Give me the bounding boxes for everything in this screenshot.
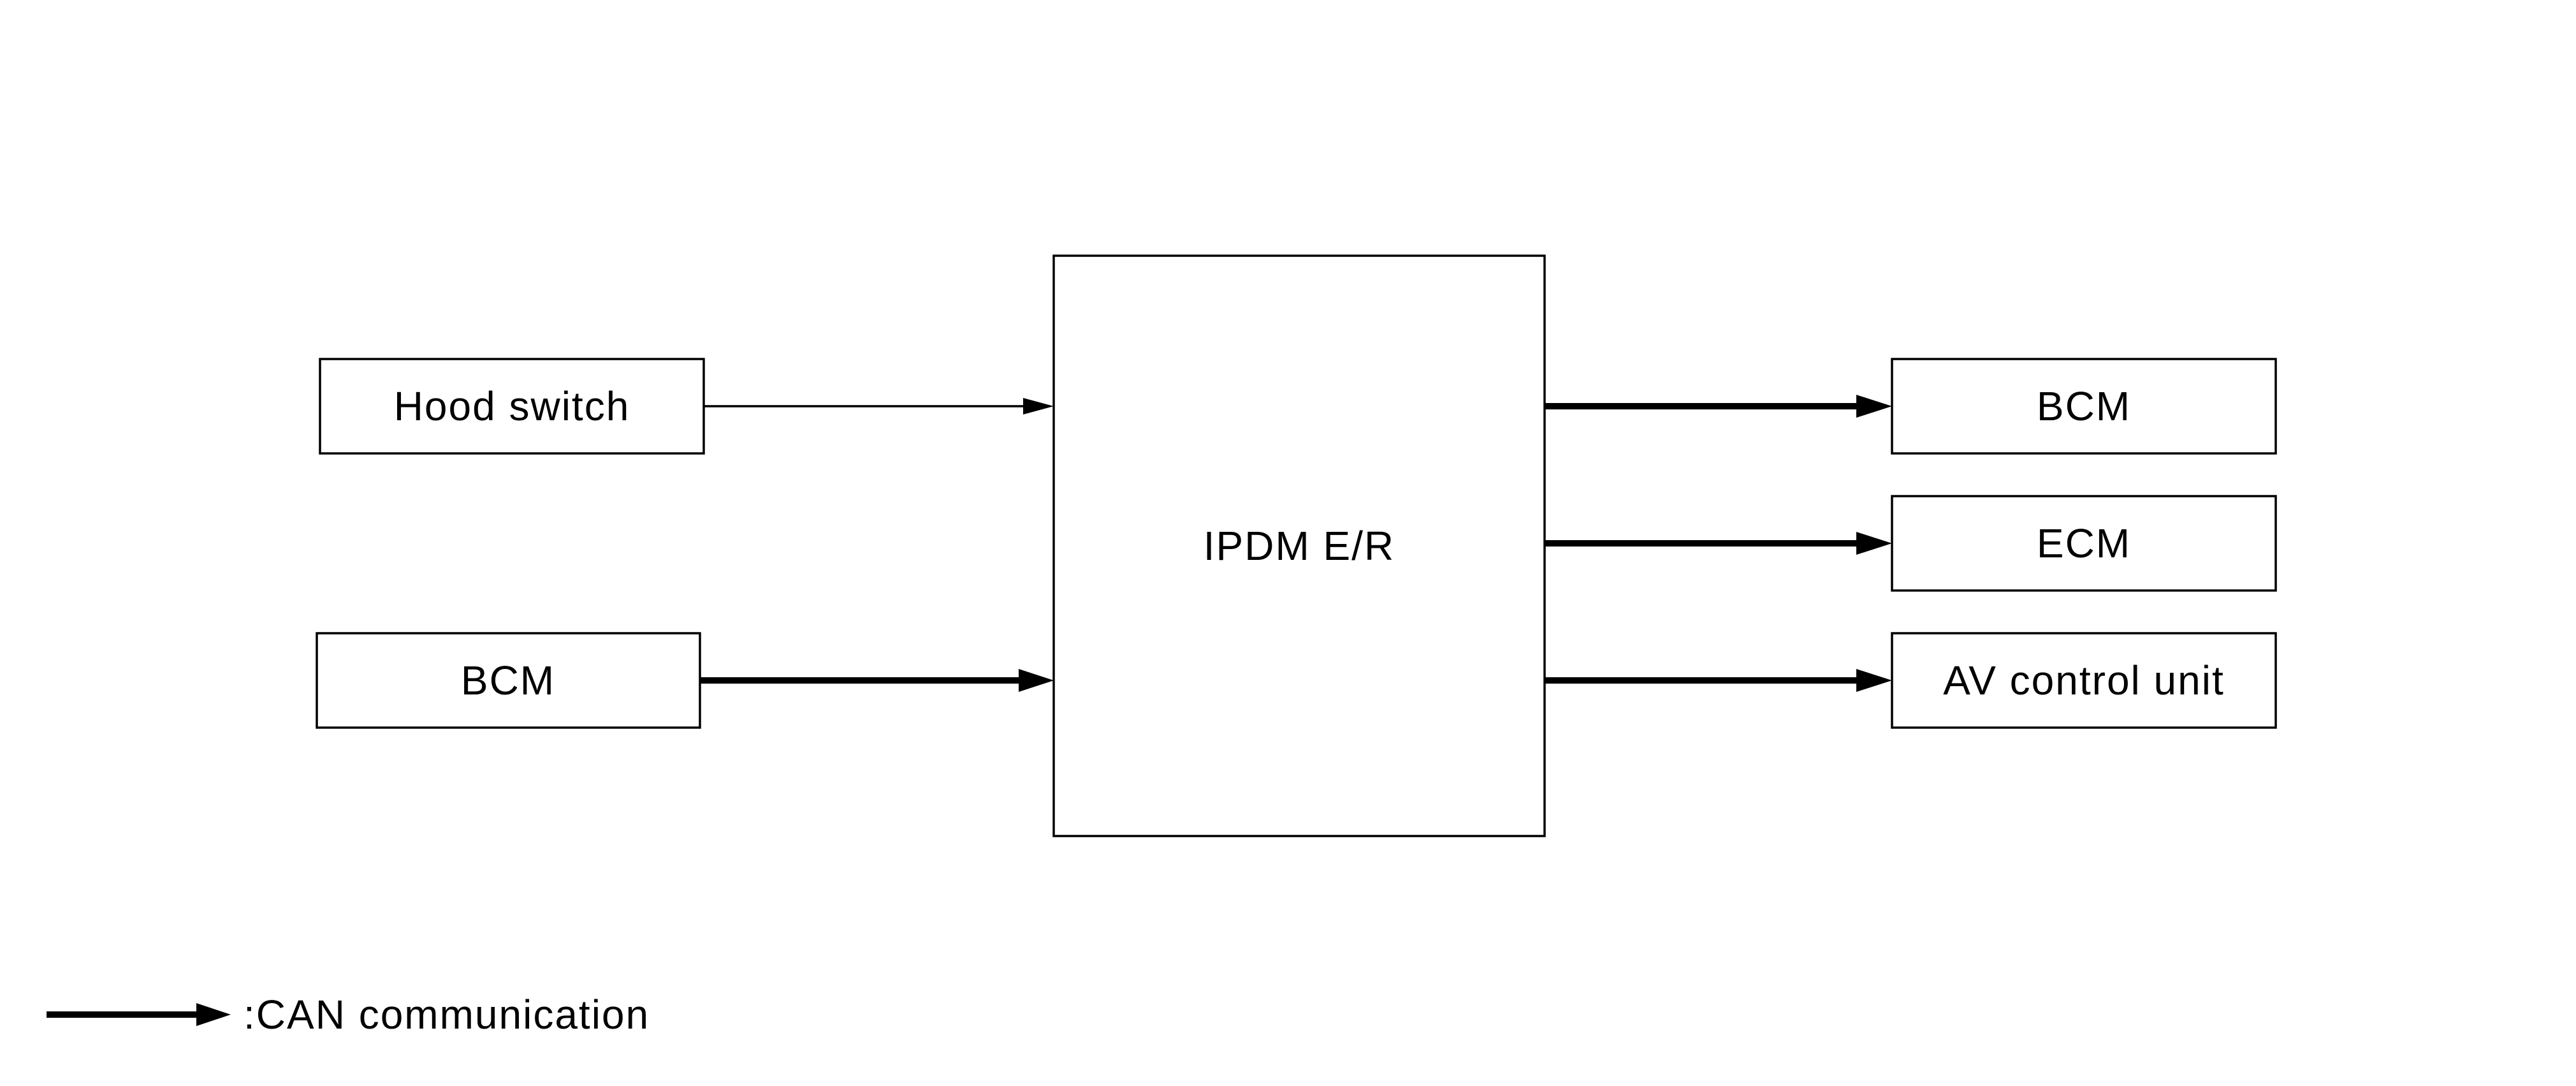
arrow-hood-switch-to-ipdm <box>704 398 1054 415</box>
node-hood-switch-label: Hood switch <box>394 383 630 429</box>
node-bcm-input-label: BCM <box>461 657 555 703</box>
arrow-ipdm-to-av-control-unit <box>1545 669 1892 692</box>
node-ipdm-er-label: IPDM E/R <box>1204 523 1395 569</box>
arrow-ipdm-to-bcm <box>1545 395 1892 418</box>
node-ecm: ECM <box>1891 495 2277 592</box>
node-bcm-input: BCM <box>316 632 701 729</box>
node-bcm-output: BCM <box>1891 358 2277 455</box>
node-av-control-unit-label: AV control unit <box>1943 657 2224 703</box>
legend-can-label: :CAN communication <box>244 992 650 1038</box>
arrow-bcm-to-ipdm <box>700 669 1054 692</box>
node-ipdm-er: IPDM E/R <box>1052 254 1546 837</box>
node-hood-switch: Hood switch <box>319 358 705 455</box>
node-bcm-output-label: BCM <box>2037 383 2131 429</box>
legend-can-arrow <box>47 1003 231 1026</box>
arrow-ipdm-to-ecm <box>1545 532 1892 555</box>
node-av-control-unit: AV control unit <box>1891 632 2277 729</box>
node-ecm-label: ECM <box>2037 520 2131 566</box>
legend: :CAN communication <box>47 992 650 1038</box>
